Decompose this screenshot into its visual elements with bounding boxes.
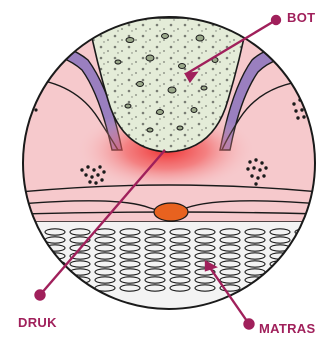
callout-dot-icon xyxy=(272,16,280,24)
callout-dot-icon xyxy=(36,291,45,300)
spring-coil xyxy=(295,253,315,259)
spring-coil xyxy=(270,277,290,283)
spring-coil xyxy=(70,285,90,291)
mattress-label: MATRAS xyxy=(259,321,315,336)
pressure-label: DRUK xyxy=(18,315,57,330)
spring-coil xyxy=(20,253,40,259)
bone-label: BOT xyxy=(287,10,315,25)
spring-coil xyxy=(270,269,290,275)
spring-coil xyxy=(20,229,40,235)
spring-coil xyxy=(20,245,40,251)
spring-coil xyxy=(295,269,315,275)
blood-vessel xyxy=(154,203,188,221)
spring-coil xyxy=(295,261,315,267)
spring-coil xyxy=(295,285,315,291)
spring-coil xyxy=(295,277,315,283)
spring-coil xyxy=(20,237,40,243)
callout-dot-icon xyxy=(245,320,254,329)
spring-coil xyxy=(20,269,40,275)
spring-coil xyxy=(295,245,315,251)
spring-coil xyxy=(295,237,315,243)
spring-coil xyxy=(20,261,40,267)
spring-coil xyxy=(20,277,40,283)
spring-coil xyxy=(270,285,290,291)
